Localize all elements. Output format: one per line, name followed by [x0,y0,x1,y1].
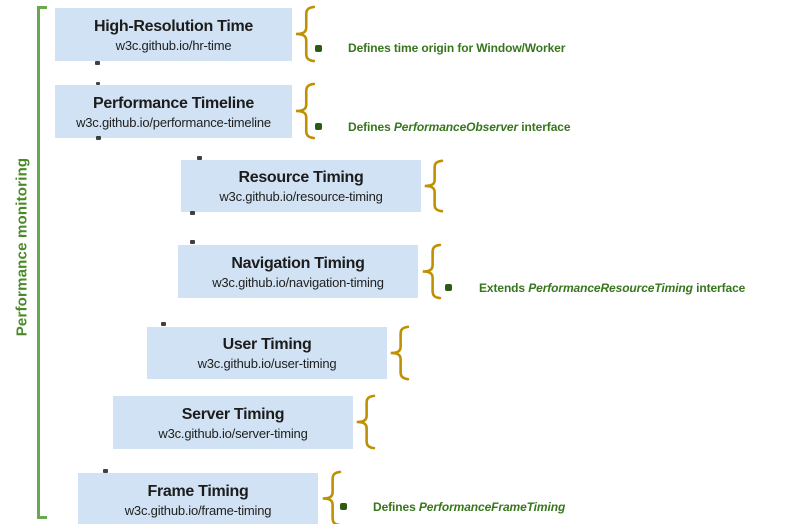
curly-brace-icon [385,325,410,381]
note-text: Defines [373,500,419,514]
curly-brace-icon [351,394,376,450]
group-bracket-tick-bottom [37,516,47,519]
note-high-resolution-time: Defines time origin for Window/Worker [348,40,565,56]
note-text: Defines [348,120,394,134]
note-frame-timing: Defines PerformanceFrameTiming [373,499,565,515]
spec-title: Performance Timeline [93,94,254,112]
bullet-dot-icon [340,503,347,510]
spec-url: w3c.github.io/navigation-timing [212,274,384,290]
spec-title: Navigation Timing [231,254,365,272]
curly-brace-icon [419,159,444,213]
spec-box-navigation-timing: Navigation Timing w3c.github.io/navigati… [178,245,418,298]
note-italic: PerformanceObserver [393,120,519,134]
arrow-remnant-mark [103,469,108,473]
note-text: interface [518,120,571,134]
spec-url: w3c.github.io/resource-timing [219,189,383,204]
bullet-dot-icon [445,284,452,291]
curly-brace-icon [290,82,316,140]
spec-title: Frame Timing [147,482,249,500]
spec-url: w3c.github.io/frame-timing [124,502,272,518]
arrow-remnant-mark [190,240,195,244]
note-text: interface [692,281,746,295]
spec-url: w3c.github.io/server-timing [158,425,308,441]
spec-box-frame-timing: Frame Timing w3c.github.io/frame-timing [78,473,318,524]
arrow-remnant-mark [197,156,202,160]
spec-title: Resource Timing [238,169,364,186]
arrow-remnant-mark [190,211,195,215]
group-label: Performance monitoring [13,157,31,337]
group-bracket-tick-top [37,6,47,9]
arrow-remnant-mark [95,61,100,65]
spec-box-resource-timing: Resource Timing w3c.github.io/resource-t… [181,160,421,212]
spec-box-high-resolution-time: High-Resolution Time w3c.github.io/hr-ti… [55,8,292,61]
note-text: Defines time origin for Window/Worker [348,41,566,55]
spec-box-server-timing: Server Timing w3c.github.io/server-timin… [113,396,353,449]
spec-title: Server Timing [181,405,285,423]
note-italic: PerformanceFrameTiming [418,500,566,514]
curly-brace-icon [290,5,316,63]
group-bracket-line [37,6,40,519]
spec-url: w3c.github.io/performance-timeline [76,114,271,130]
bullet-dot-icon [315,45,322,52]
curly-brace-icon [417,243,442,300]
note-performance-timeline: Defines PerformanceObserver interface [348,119,571,135]
arrow-remnant-mark [96,82,100,85]
spec-title: User Timing [222,336,312,353]
bullet-dot-icon [315,123,322,130]
note-italic: PerformanceResourceTiming [528,281,693,295]
note-navigation-timing: Extends PerformanceResourceTiming interf… [479,280,745,296]
spec-box-user-timing: User Timing w3c.github.io/user-timing [147,327,387,379]
spec-box-performance-timeline: Performance Timeline w3c.github.io/perfo… [55,85,292,138]
arrow-remnant-mark [96,136,101,140]
arrow-remnant-mark [161,322,166,326]
note-text: Extends [479,281,529,295]
spec-url: w3c.github.io/user-timing [197,356,337,371]
curly-brace-icon [317,470,342,524]
spec-url: w3c.github.io/hr-time [115,37,232,53]
spec-title: High-Resolution Time [93,17,254,35]
